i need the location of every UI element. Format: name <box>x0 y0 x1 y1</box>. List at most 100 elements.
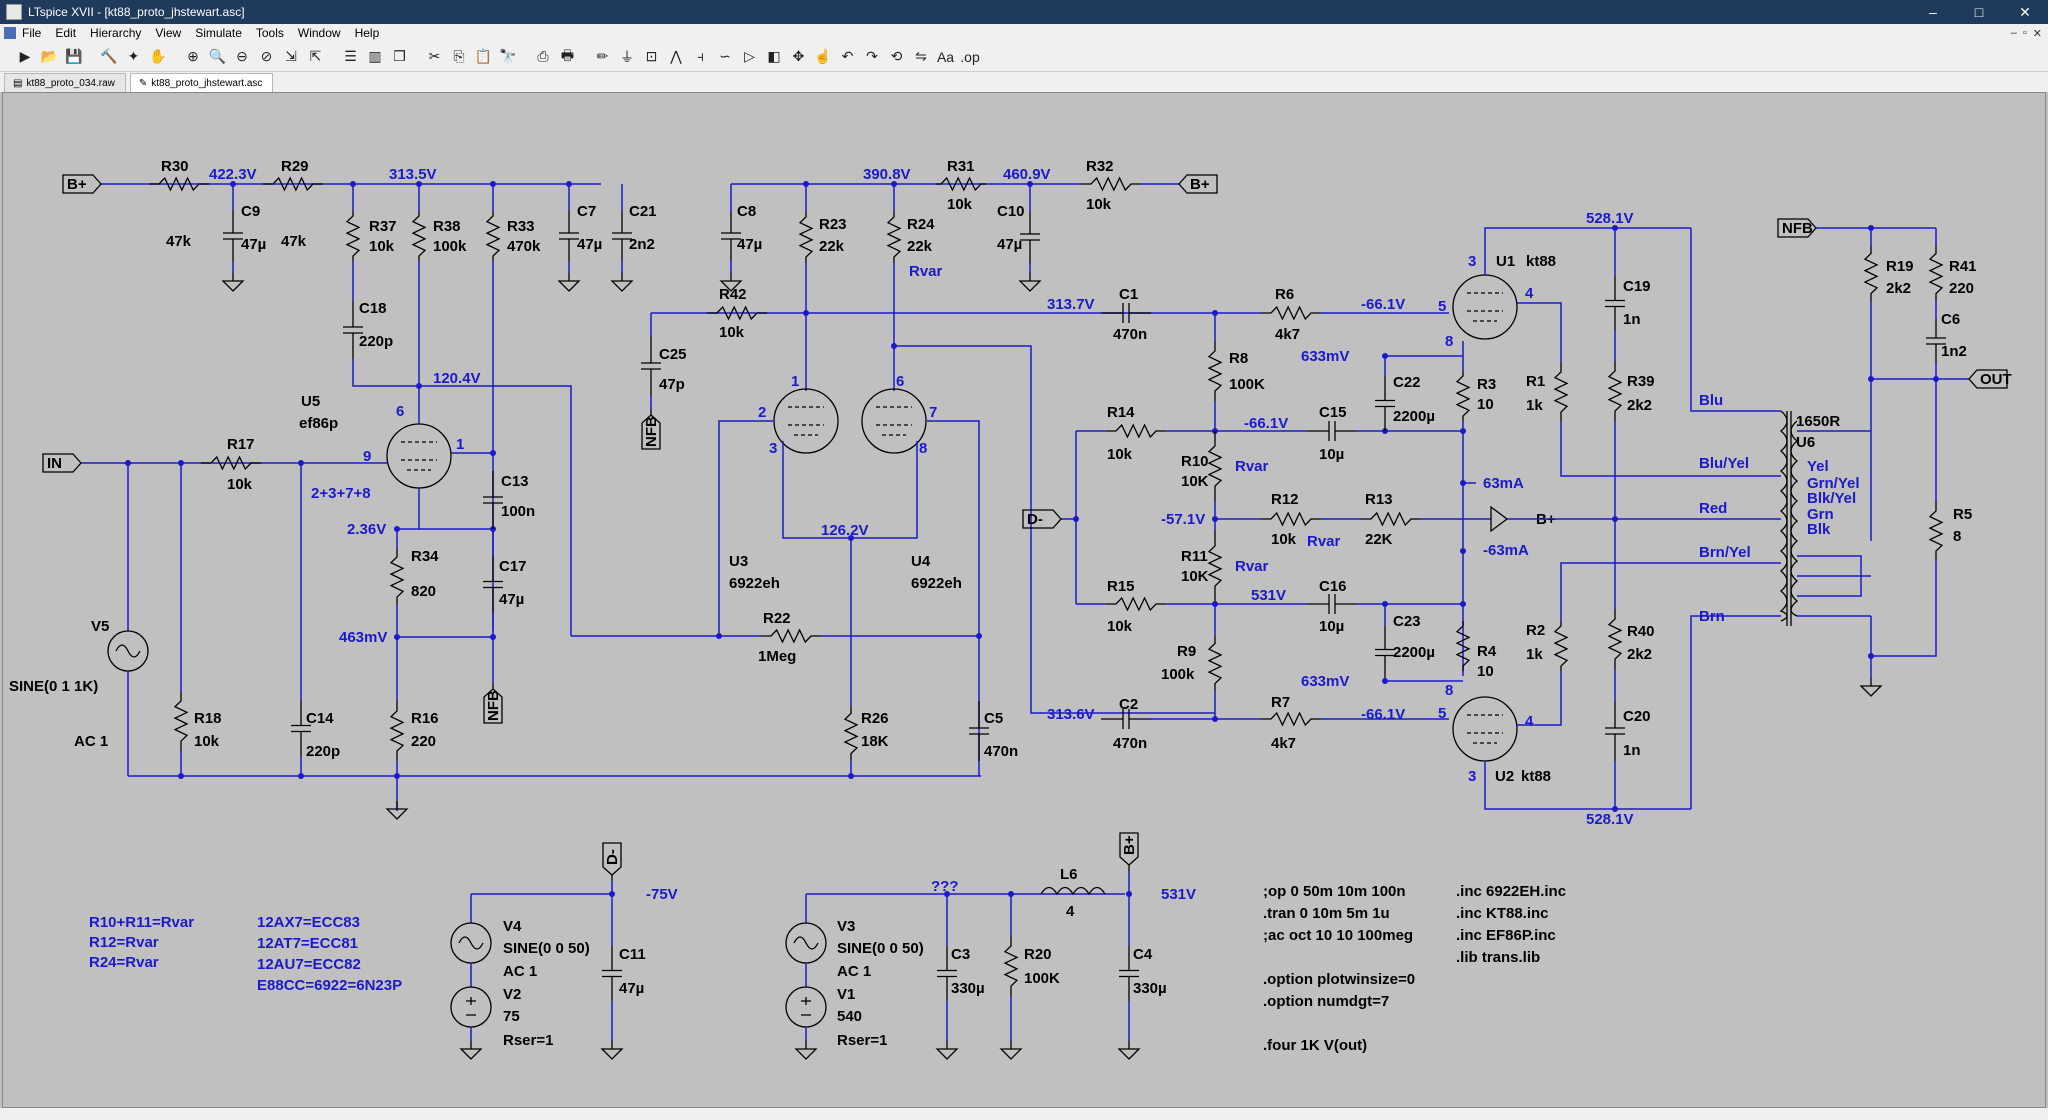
capacitor-symbol[interactable] <box>937 946 957 1001</box>
transformer-primary-winding[interactable] <box>1779 410 1788 622</box>
tile-vertical-icon[interactable]: ▥ <box>368 48 382 64</box>
u2-kt88-symbol[interactable] <box>1452 696 1518 762</box>
resistor-symbol[interactable] <box>1607 361 1623 421</box>
copy-icon[interactable]: ⎘ <box>453 48 465 64</box>
voltage-source-symbol[interactable] <box>785 986 827 1028</box>
resistor-symbol[interactable] <box>1081 176 1141 192</box>
mirror-icon[interactable]: ⇋ <box>915 48 927 64</box>
resistor-symbol[interactable] <box>1553 621 1569 671</box>
bplus-left-port-flag[interactable] <box>62 174 102 194</box>
label-net-icon[interactable]: ⊡ <box>645 48 658 64</box>
bplus-right-port-flag[interactable] <box>1178 174 1218 194</box>
resistor-symbol[interactable] <box>149 176 209 192</box>
resistor-symbol[interactable] <box>1607 609 1623 669</box>
resistor-symbol[interactable] <box>485 211 501 261</box>
capacitor-symbol[interactable] <box>1375 626 1395 679</box>
capacitor-symbol[interactable] <box>223 211 243 261</box>
paste-icon[interactable]: 📋 <box>474 48 493 64</box>
capacitor-icon[interactable]: ⫞ <box>697 48 704 64</box>
nfb-u5-port-flag[interactable] <box>483 683 503 724</box>
run-icon[interactable]: ▶ <box>19 48 31 64</box>
schematic-drawing[interactable]: B+R3047kR2947kC947µR3710kR38100kR33470kC… <box>3 93 2045 1107</box>
print-setup-icon[interactable]: ⎙ <box>537 48 549 64</box>
transformer-secondary-winding[interactable] <box>1790 420 1799 617</box>
resistor-symbol[interactable] <box>1207 636 1223 691</box>
capacitor-symbol[interactable] <box>641 336 661 396</box>
resistor-symbol[interactable] <box>1207 531 1223 601</box>
inductor-icon[interactable]: ∽ <box>719 48 731 64</box>
find-icon[interactable]: 🔭 <box>499 48 517 64</box>
resistor-symbol[interactable] <box>1106 423 1166 439</box>
tab-schematic[interactable]: ✎kt88_proto_jhstewart.asc <box>129 73 274 92</box>
resistor-symbol[interactable] <box>1928 246 1944 301</box>
resistor-symbol[interactable] <box>1455 621 1471 671</box>
maximize-button[interactable]: □ <box>1974 4 1984 20</box>
capacitor-symbol[interactable] <box>1605 276 1625 331</box>
resistor-symbol[interactable] <box>1553 363 1569 421</box>
menu-help[interactable]: Help <box>354 26 380 40</box>
zoom-in-icon[interactable]: ⊕ <box>187 48 199 64</box>
resistor-symbol[interactable] <box>389 549 405 605</box>
capacitor-symbol[interactable] <box>291 701 311 756</box>
capacitor-symbol[interactable] <box>1375 376 1395 431</box>
capacitor-symbol[interactable] <box>343 301 363 359</box>
resistor-symbol[interactable] <box>1207 341 1223 401</box>
resistor-symbol[interactable] <box>936 176 986 192</box>
close-button[interactable]: ✕ <box>2019 3 2031 20</box>
capacitor-symbol[interactable] <box>1307 421 1357 441</box>
diode-icon[interactable]: ▷ <box>744 48 755 64</box>
text-icon[interactable]: Aa <box>936 48 955 65</box>
resistor-symbol[interactable] <box>1863 246 1879 301</box>
menu-view[interactable]: View <box>155 26 182 40</box>
resistor-symbol[interactable] <box>1455 371 1471 421</box>
cut-icon[interactable]: ✂ <box>428 48 441 64</box>
in-port-flag[interactable] <box>42 453 82 473</box>
resistor-symbol[interactable] <box>411 211 427 261</box>
schematic-doc-icon[interactable] <box>4 27 16 39</box>
open-icon[interactable]: 📂 <box>40 48 59 64</box>
capacitor-symbol[interactable] <box>1307 594 1357 614</box>
resistor-icon[interactable]: ⋀ <box>670 48 682 64</box>
resistor-symbol[interactable] <box>1207 431 1223 501</box>
save-icon[interactable]: 💾 <box>65 48 83 64</box>
minimize-button[interactable]: – <box>1929 4 1937 20</box>
tile-horizontal-icon[interactable]: ☰ <box>344 48 357 64</box>
resistor-symbol[interactable] <box>389 701 405 761</box>
pan-icon[interactable]: ✋ <box>149 48 167 64</box>
resistor-symbol[interactable] <box>1003 936 1019 996</box>
nfb-c25-port-flag[interactable] <box>641 409 661 450</box>
autorange-icon[interactable]: ⇲ <box>285 48 297 64</box>
rotate-icon[interactable]: ⟲ <box>890 48 903 64</box>
component-icon[interactable]: ◧ <box>767 48 781 64</box>
resistor-symbol[interactable] <box>886 211 902 263</box>
capacitor-symbol[interactable] <box>483 471 503 529</box>
resistor-symbol[interactable] <box>345 211 361 261</box>
u1-kt88-symbol[interactable] <box>1452 274 1518 340</box>
inductor-symbol[interactable] <box>1040 886 1106 896</box>
move-icon[interactable]: ✥ <box>792 48 805 64</box>
resistor-symbol[interactable] <box>1261 511 1321 527</box>
menu-window[interactable]: Window <box>297 26 341 40</box>
resistor-symbol[interactable] <box>173 691 189 751</box>
u4-triode-symbol[interactable] <box>861 388 927 454</box>
zoom-area-icon[interactable]: 🔍 <box>208 48 227 64</box>
menu-tools[interactable]: Tools <box>255 26 284 40</box>
resistor-symbol[interactable] <box>1261 711 1321 727</box>
menu-file[interactable]: File <box>22 26 42 40</box>
control-panel-icon[interactable]: 🔨 <box>100 48 118 64</box>
bplus-supply-port-flag[interactable] <box>1119 832 1139 871</box>
capacitor-symbol[interactable] <box>1101 303 1151 323</box>
resistor-symbol[interactable] <box>1106 596 1166 612</box>
resistor-symbol[interactable] <box>707 305 767 321</box>
capacitor-symbol[interactable] <box>969 701 989 761</box>
nfb-out-port-flag[interactable] <box>1777 218 1817 238</box>
out-port-flag[interactable] <box>1968 369 2008 389</box>
tab-raw[interactable]: ▤kt88_proto_034.raw <box>4 73 126 92</box>
capacitor-symbol[interactable] <box>1020 211 1040 263</box>
drag-icon[interactable]: ☝ <box>814 48 832 64</box>
capacitor-symbol[interactable] <box>483 556 503 613</box>
resistor-symbol[interactable] <box>843 706 859 761</box>
resistor-symbol[interactable] <box>761 628 821 644</box>
capacitor-symbol[interactable] <box>612 211 632 261</box>
dminus-supply-port-flag[interactable] <box>602 842 622 881</box>
